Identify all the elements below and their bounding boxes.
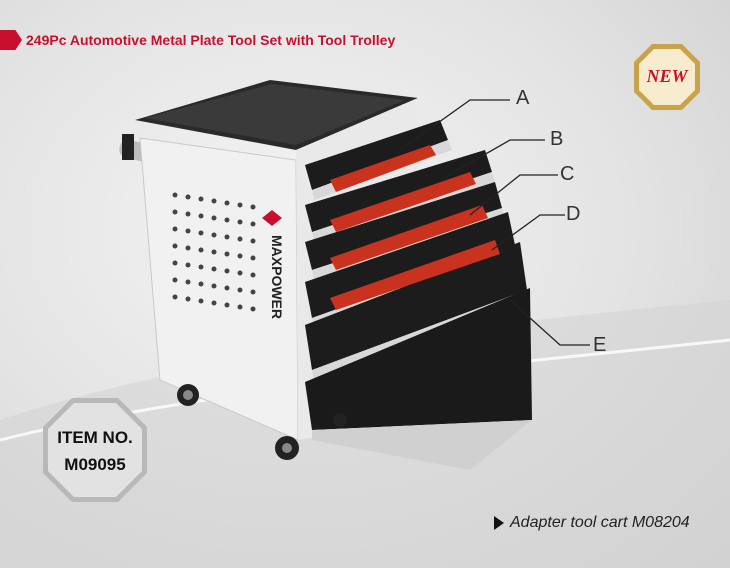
octagon-badge-icon [634,44,700,110]
callout-b: B [550,128,564,150]
title-text: 249Pc Automotive Metal Plate Tool Set wi… [26,32,396,48]
callout-d: D [566,203,581,225]
callout-e: E [593,334,607,356]
item-number-code: M09095 [64,455,126,474]
octagon-badge-icon [43,398,147,502]
svg-text:MAXPOWER: MAXPOWER [269,235,285,319]
item-number-badge: ITEM NO. M09095 [40,395,150,505]
product-title: 249Pc Automotive Metal Plate Tool Set wi… [0,28,395,52]
title-marker-icon [0,30,22,50]
adapter-text: Adapter tool cart M08204 [510,514,690,531]
new-badge: NEW [632,42,702,112]
callout-c: C [560,163,575,185]
adapter-note: Adapter tool cart M08204 [494,514,690,532]
new-label: NEW [646,66,688,86]
item-number-label: ITEM NO. [57,428,133,447]
triangle-right-icon [494,516,504,530]
callout-a: A [516,87,530,109]
